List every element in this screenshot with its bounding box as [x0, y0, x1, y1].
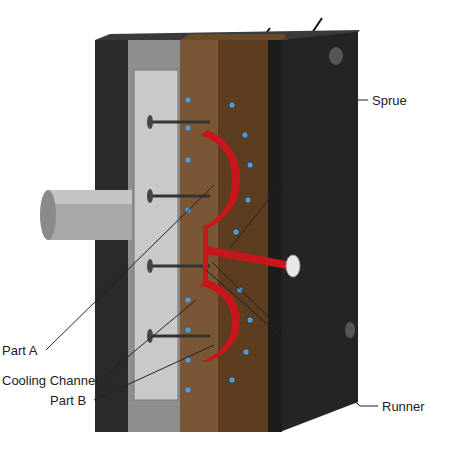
sprue-bushing [286, 255, 300, 277]
cylinder-end [40, 190, 56, 240]
molded-part [200, 280, 240, 362]
part-label: Part B [50, 393, 86, 408]
core-plate [180, 40, 218, 432]
molded-part [200, 130, 240, 228]
cooling-channels [186, 98, 253, 393]
ejector-pins [150, 122, 210, 336]
front-plate [268, 40, 282, 432]
part-label: Part A [2, 343, 37, 358]
ejector-housing [128, 40, 180, 432]
pin-heads [147, 115, 153, 343]
runner-label: Runner [382, 399, 425, 414]
leader-lines [46, 100, 378, 406]
bolt-hole [329, 47, 343, 65]
mold-side-face [280, 32, 358, 432]
mold-top-face [180, 34, 285, 40]
sprue-channel [206, 246, 292, 270]
runner-channel [203, 225, 208, 287]
ejector-plate [134, 70, 178, 400]
cylinder-highlight [48, 190, 132, 204]
bolt-hole [345, 322, 355, 338]
cooling-channel-label: Cooling Channel [2, 373, 98, 388]
sprue-label: Sprue [372, 93, 407, 108]
ejector-cylinder [48, 190, 132, 240]
